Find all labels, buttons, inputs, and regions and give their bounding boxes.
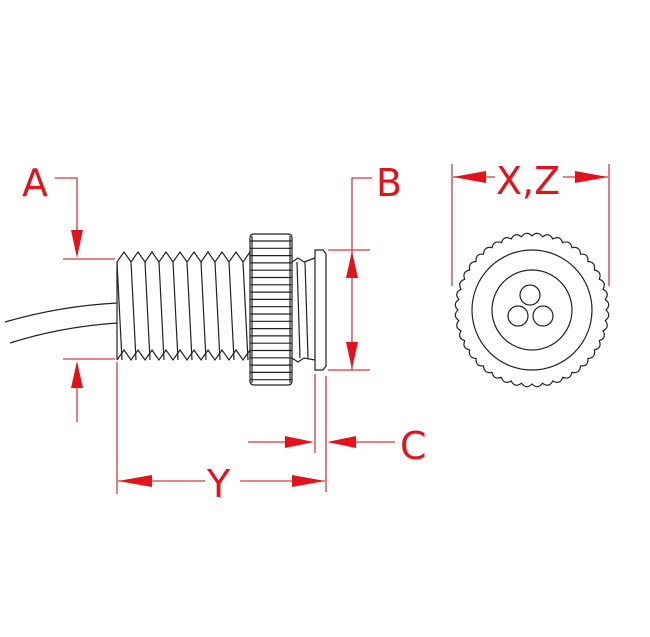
label-b: B [376,161,402,205]
dimension-a: A [22,161,115,422]
dimension-b: B [328,161,402,371]
threaded-body [116,250,251,362]
label-a: A [22,161,48,205]
dimension-y: Y [116,362,325,506]
dimension-c: C [248,374,427,492]
insert-circle [491,269,573,351]
outline [249,233,293,386]
dimension-xz: X,Z [451,159,610,286]
flange [314,249,327,371]
neck [291,257,316,363]
contact-pin [507,305,529,327]
outline [251,236,291,383]
outline [116,261,249,361]
outline [250,240,292,381]
contact-pin [519,284,541,306]
outline [116,348,251,362]
body-circle [471,249,593,371]
contact-pin [532,305,554,327]
knurled-outer-edge [454,232,610,388]
knurled-nut [249,233,293,386]
label-y: Y [206,462,231,506]
side-view [4,233,327,386]
label-c: C [400,424,427,468]
cable [4,302,118,344]
outline [291,257,316,363]
outline [116,250,251,264]
end-view [454,232,610,388]
label-x-z: X,Z [496,159,560,203]
